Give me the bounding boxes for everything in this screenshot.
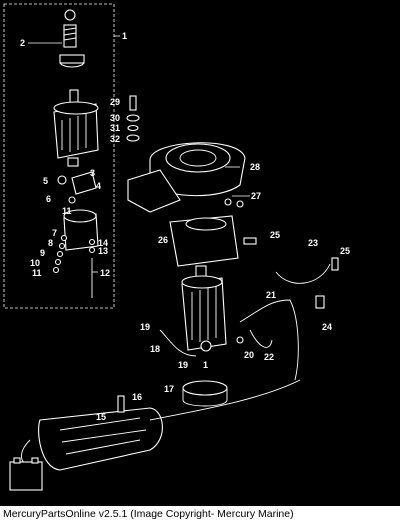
callout-22: 22 bbox=[264, 352, 274, 362]
callout-19: 19 bbox=[178, 360, 188, 370]
callout-5: 5 bbox=[43, 176, 48, 186]
bottom-tray bbox=[21, 379, 301, 471]
battery bbox=[9, 457, 43, 491]
footer-text: MercuryPartsOnline v2.5.1 (Image Copyrig… bbox=[3, 508, 294, 520]
callout-1: 1 bbox=[122, 31, 127, 41]
callout-10: 10 bbox=[30, 258, 40, 268]
callout-27: 27 bbox=[251, 191, 261, 201]
callout-25: 25 bbox=[270, 230, 280, 240]
callout-25: 25 bbox=[340, 246, 350, 256]
callout-18: 18 bbox=[150, 344, 160, 354]
starter-bracket bbox=[169, 195, 257, 267]
starter-strap bbox=[275, 263, 331, 284]
callout-14: 14 bbox=[98, 238, 108, 248]
callout-8: 8 bbox=[48, 238, 53, 248]
wiring-harness bbox=[159, 299, 299, 381]
callout-20: 20 bbox=[244, 350, 254, 360]
callout-6: 6 bbox=[46, 194, 51, 204]
flywheel-cover bbox=[127, 142, 246, 213]
callout-9: 9 bbox=[40, 248, 45, 258]
callout-19: 19 bbox=[140, 322, 150, 332]
callout-7: 7 bbox=[52, 228, 57, 238]
callout-12: 12 bbox=[100, 268, 110, 278]
callout-11: 11 bbox=[62, 206, 72, 216]
callout-15: 15 bbox=[96, 412, 106, 422]
callout-26: 26 bbox=[158, 235, 168, 245]
starter-exploded-parts bbox=[28, 9, 99, 298]
callout-30: 30 bbox=[110, 113, 120, 123]
callout-21: 21 bbox=[266, 290, 276, 300]
callout-23: 23 bbox=[308, 238, 318, 248]
callout-2: 2 bbox=[20, 38, 25, 48]
callout-1: 1 bbox=[203, 360, 208, 370]
callout-11: 11 bbox=[32, 268, 42, 278]
callout-4: 4 bbox=[96, 181, 101, 191]
spacer-ring bbox=[182, 380, 228, 407]
callout-13: 13 bbox=[98, 246, 108, 256]
callout-32: 32 bbox=[110, 134, 120, 144]
parts-diagram: 1 2 1 3 4 5 6 7 8 9 10 11 11 12 13 14 15… bbox=[3, 3, 350, 491]
callout-16: 16 bbox=[132, 392, 142, 402]
callout-24: 24 bbox=[322, 322, 332, 332]
callout-29: 29 bbox=[110, 97, 120, 107]
callout-28: 28 bbox=[250, 162, 260, 172]
callout-17: 17 bbox=[164, 384, 174, 394]
subassembly-frame bbox=[3, 3, 115, 309]
bolt-stack bbox=[126, 95, 140, 142]
starter-motor bbox=[181, 265, 227, 352]
callout-31: 31 bbox=[110, 123, 120, 133]
callout-3: 3 bbox=[90, 168, 95, 178]
copyright-footer: MercuryPartsOnline v2.5.1 (Image Copyrig… bbox=[0, 506, 400, 522]
